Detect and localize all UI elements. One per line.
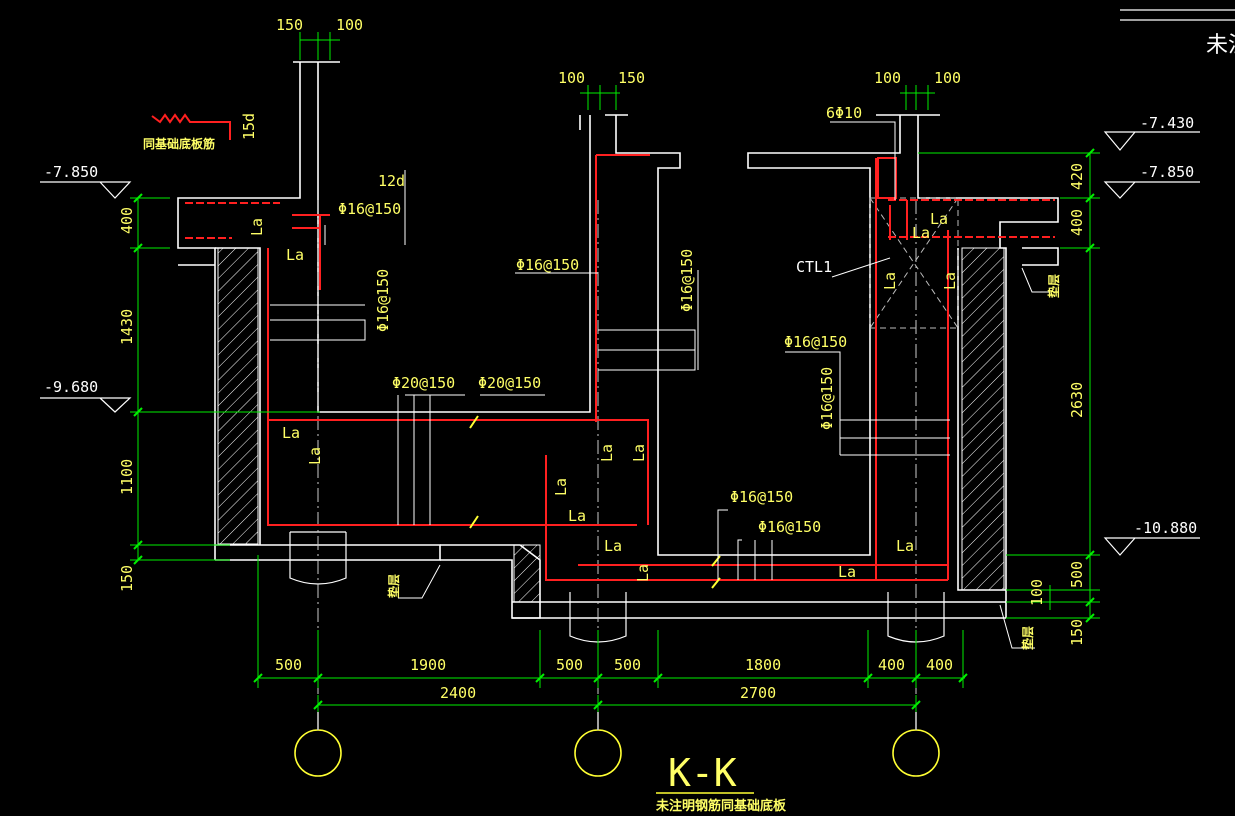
cushion-label-2: 垫层 bbox=[1020, 626, 1035, 650]
la-label: La bbox=[282, 424, 300, 442]
ctl1-column bbox=[869, 197, 959, 329]
axis-bubble-1 bbox=[294, 729, 342, 777]
title-block-corner bbox=[1120, 9, 1235, 21]
section-note: 未注明钢筋同基础底板 bbox=[655, 798, 787, 814]
dim-bottom-6: 400 bbox=[878, 656, 905, 674]
dim-right-500: 500 bbox=[1068, 561, 1086, 588]
grid-axes bbox=[317, 200, 917, 730]
dim-ticks bbox=[133, 148, 1095, 710]
la-label: La bbox=[630, 444, 648, 462]
dim-right-2630: 2630 bbox=[1068, 382, 1086, 418]
leaders bbox=[270, 121, 1050, 649]
break-marks bbox=[469, 415, 721, 589]
dim-right-100b: 100 bbox=[934, 69, 961, 87]
dim-right-100a: 100 bbox=[874, 69, 901, 87]
dim-bottom-7: 400 bbox=[926, 656, 953, 674]
section-title: K-K bbox=[668, 751, 737, 795]
la-label: La bbox=[881, 272, 899, 290]
rebar-label-8: Φ16@150 bbox=[818, 367, 836, 430]
axis-bubble-3 bbox=[892, 729, 940, 777]
rebar-label-10: Φ16@150 bbox=[758, 518, 821, 536]
la-label: La bbox=[306, 447, 324, 465]
top-left-note: 同基础底板筋 bbox=[143, 136, 215, 151]
elevation-label-4: -7.850 bbox=[1140, 163, 1194, 181]
rebar-six-phi10: 6Φ10 bbox=[826, 104, 862, 122]
axis-bubble-2 bbox=[574, 729, 622, 777]
rebar-label-3: Φ20@150 bbox=[392, 374, 455, 392]
dim-bottom-2700: 2700 bbox=[740, 684, 776, 702]
rebar bbox=[151, 113, 1055, 581]
rebar-label-4: Φ20@150 bbox=[478, 374, 541, 392]
rebar-label-9: Φ16@150 bbox=[730, 488, 793, 506]
rebar-label-7: Φ16@150 bbox=[784, 333, 847, 351]
la-label: La bbox=[248, 218, 266, 236]
la-label: La bbox=[568, 507, 586, 525]
elevation-label-3: -7.430 bbox=[1140, 114, 1194, 132]
dim-bottom-2400: 2400 bbox=[440, 684, 476, 702]
dim-bottom-2: 1900 bbox=[410, 656, 446, 674]
dim-left-1430: 1430 bbox=[118, 309, 136, 345]
cushion-label-1: 垫层 bbox=[386, 574, 401, 598]
soil-hatch-middle bbox=[513, 544, 541, 603]
la-label: La bbox=[598, 444, 616, 462]
corner-note: 未注 bbox=[1206, 33, 1235, 58]
dim-bottom-1: 500 bbox=[275, 656, 302, 674]
rebar-label-1: Φ16@150 bbox=[338, 200, 401, 218]
rebar-label-6: Φ16@150 bbox=[678, 249, 696, 312]
dim-right-100: 100 bbox=[1028, 579, 1046, 606]
dim-mid-100: 100 bbox=[558, 69, 585, 87]
elevation-label-2: -9.680 bbox=[44, 378, 98, 396]
dim-right-400: 400 bbox=[1068, 209, 1086, 236]
la-label: La bbox=[552, 478, 570, 496]
soil-hatch-left bbox=[217, 247, 259, 545]
dim-mid-150: 150 bbox=[618, 69, 645, 87]
cushion-label-3: 垫层 bbox=[1046, 274, 1061, 298]
la-label: La bbox=[634, 564, 652, 582]
elevation-label-1: -7.850 bbox=[44, 163, 98, 181]
dim-left-1100: 1100 bbox=[118, 459, 136, 495]
axis-bubbles bbox=[294, 712, 940, 777]
la-label: La bbox=[838, 563, 856, 581]
rebar-label-2: Φ16@150 bbox=[374, 269, 392, 332]
elevation-markers bbox=[40, 131, 1200, 556]
dim-right-150: 150 bbox=[1068, 619, 1086, 646]
dim-bottom-4: 500 bbox=[614, 656, 641, 674]
dim-left-400: 400 bbox=[118, 207, 136, 234]
la-label: La bbox=[896, 537, 914, 555]
ctl1-label: CTL1 bbox=[796, 258, 832, 276]
elevation-label-5: -10.880 bbox=[1134, 519, 1197, 537]
rebar-label-5: Φ16@150 bbox=[516, 256, 579, 274]
la-label: La bbox=[912, 224, 930, 242]
rebar-12d: 12d bbox=[378, 172, 405, 190]
dim-top-100: 100 bbox=[336, 16, 363, 34]
dim-bottom-3: 500 bbox=[556, 656, 583, 674]
la-label: La bbox=[604, 537, 622, 555]
dim-top-150: 150 bbox=[276, 16, 303, 34]
dim-left-150: 150 bbox=[118, 565, 136, 592]
dim-bottom-5: 1800 bbox=[745, 656, 781, 674]
dim-right-420: 420 bbox=[1068, 163, 1086, 190]
dimensions bbox=[130, 32, 1100, 712]
la-label: La bbox=[930, 210, 948, 228]
la-label: La bbox=[941, 272, 959, 290]
rebar-15d: 15d bbox=[240, 113, 258, 140]
la-label: La bbox=[286, 246, 304, 264]
soil-hatch-right bbox=[961, 247, 1005, 591]
